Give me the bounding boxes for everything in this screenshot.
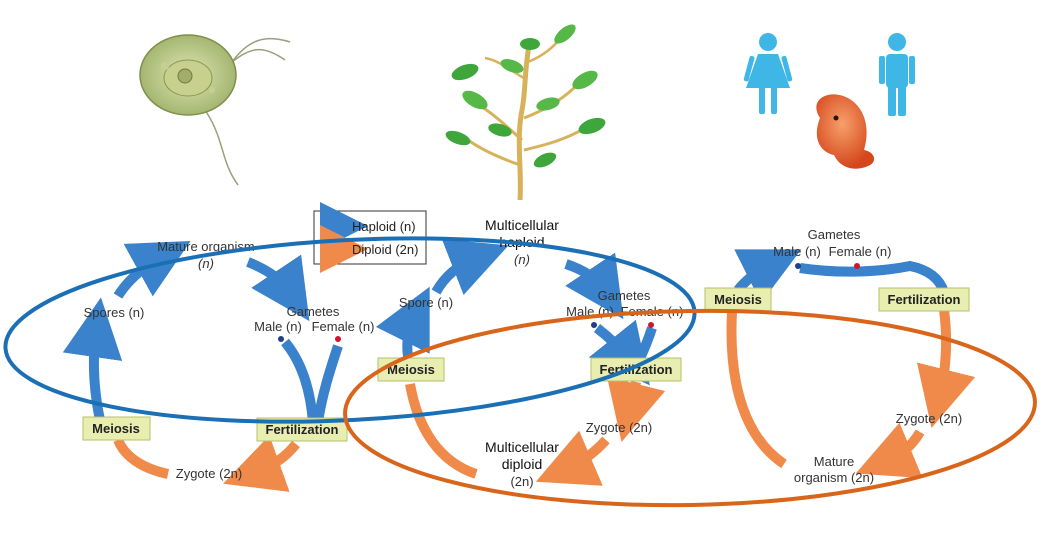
c2-male-gamete — [591, 322, 597, 328]
female-human-icon — [743, 33, 793, 114]
c2-diploid-2n: (2n) — [510, 474, 533, 489]
c3-mature-label-1: Mature — [814, 454, 854, 469]
c3-male-label: Male (n) — [773, 244, 821, 259]
c3-male-gamete — [795, 263, 801, 269]
male-human-icon — [879, 33, 915, 116]
c2-arrow-haploid-to-gametes — [564, 252, 624, 320]
c1-arrow-fert-to-zygote — [223, 435, 300, 492]
c2-arrow-fert-to-zygote — [606, 376, 666, 442]
cycle1: Mature organism (n) Spores (n) Gametes M… — [62, 239, 375, 492]
c3-gametes-label: Gametes — [808, 227, 861, 242]
c2-meiosis-label: Meiosis — [387, 362, 435, 377]
c1-meiosis-box — [82, 416, 151, 441]
c1-arrow-spores-to-mature — [113, 240, 191, 299]
c1-arrow-mature-to-gametes — [246, 254, 310, 322]
c3-arrow-fert-to-zygote — [916, 309, 976, 428]
c1-arrow-meiosis-to-spores — [62, 297, 123, 422]
c1-male-label: Male (n) — [254, 319, 302, 334]
plant-icon — [445, 24, 606, 201]
c3-zygote-label: Zygote (2n) — [896, 411, 962, 426]
legend-haploid-label: Haploid (n) — [352, 219, 416, 234]
c3-fertilization-box — [878, 287, 970, 312]
c2-arrow-zygote-to-diploid — [535, 430, 610, 486]
c1-spores-label: Spores (n) — [84, 305, 145, 320]
c2-arrow-male-to-fert — [588, 319, 650, 386]
c1-zygote-label: Zygote (2n) — [176, 466, 242, 481]
c2-arrow-meiosis-to-spore — [375, 286, 430, 357]
alga-icon — [139, 34, 291, 186]
c1-fertilization-label: Fertilization — [266, 422, 339, 437]
c1-gametes-label: Gametes — [287, 304, 340, 319]
c3-female-gamete — [854, 263, 860, 269]
c3-female-label: Female (n) — [829, 244, 892, 259]
c2-arrow-female-to-fert — [635, 326, 657, 361]
c2-diploid-title-1: Multicellular — [485, 439, 559, 455]
embryo-icon — [816, 94, 875, 169]
c3-arrow-zygote-to-mature — [855, 422, 925, 479]
legend-diploid-label: Diploid (2n) — [352, 242, 418, 257]
c2-female-gamete — [648, 322, 654, 328]
c2-zygote-label: Zygote (2n) — [586, 420, 652, 435]
c2-gametes-label: Gametes — [598, 288, 651, 303]
c1-arrow-male-to-fert — [281, 338, 318, 423]
c3-mature-label-2: organism (2n) — [794, 470, 874, 485]
c3-arrow-meiosis-to-gametes — [734, 249, 802, 304]
diploid-highlight-ring — [343, 308, 1037, 508]
c1-arrow-zygote-to-meiosis — [113, 437, 170, 479]
c1-fertilization-box — [256, 417, 348, 442]
c1-female-gamete — [335, 336, 341, 342]
c1-female-label: Female (n) — [312, 319, 375, 334]
c2-arrow-spore-to-haploid — [431, 239, 509, 296]
c2-diploid-title-2: diploid — [502, 456, 542, 472]
c3-meiosis-label: Meiosis — [714, 292, 762, 307]
c1-meiosis-label: Meiosis — [92, 421, 140, 436]
c3-fertilization-label: Fertilization — [888, 292, 961, 307]
c2-spore-label: Spore (n) — [399, 295, 453, 310]
cycle3: Gametes Male (n) Female (n) Zygote (2n) … — [704, 227, 976, 485]
c1-mature-n: (n) — [198, 256, 214, 271]
c3-arrow-gametes-to-fert — [799, 260, 949, 294]
c2-haploid-title-1: Multicellular — [485, 217, 559, 233]
c2-haploid-n: (n) — [514, 252, 530, 267]
c1-arrow-female-to-fert — [313, 344, 343, 423]
c3-arrow-mature-to-meiosis — [726, 311, 787, 469]
c2-arrow-diploid-to-meiosis — [405, 383, 478, 479]
c1-male-gamete — [278, 336, 284, 342]
